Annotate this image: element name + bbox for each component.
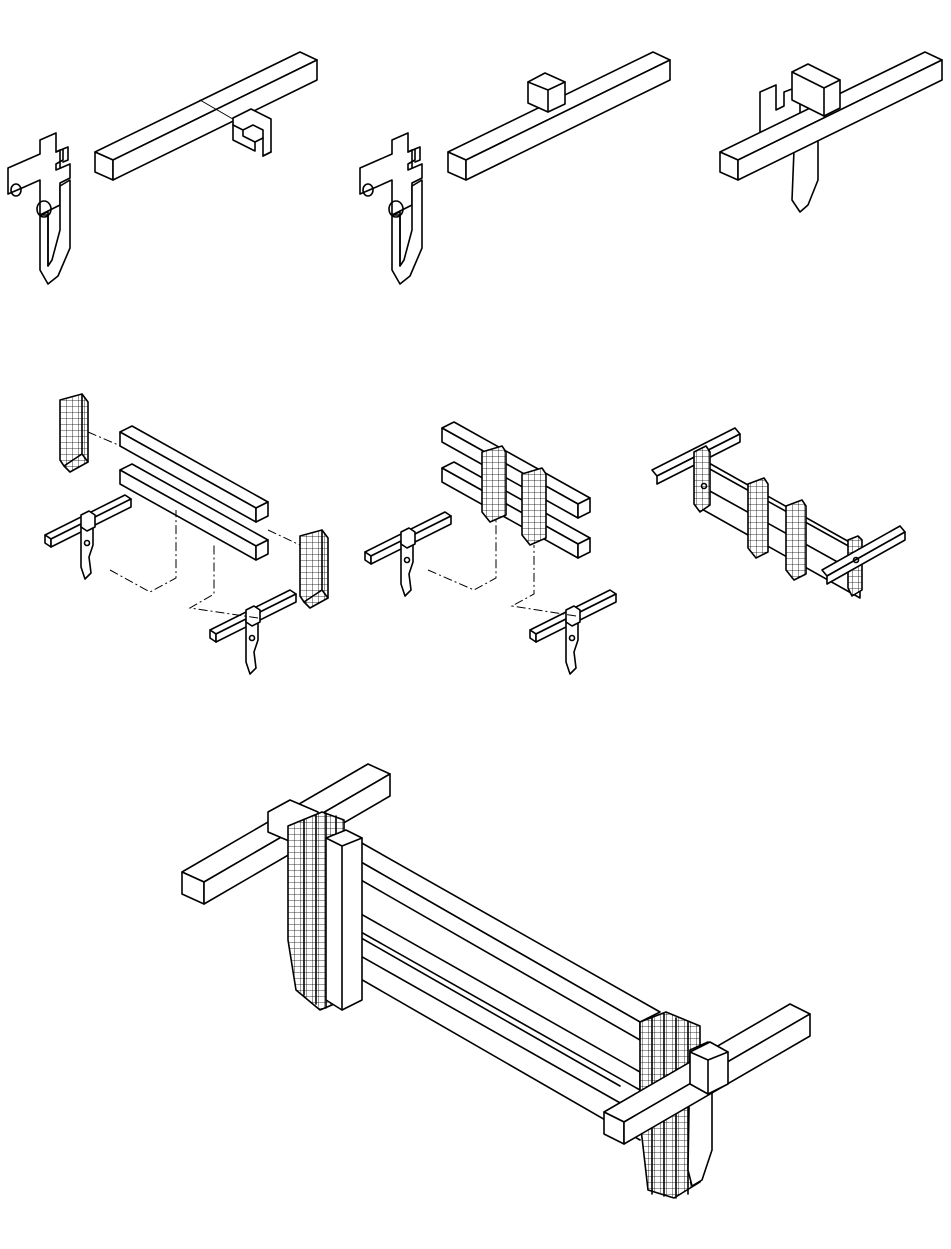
- step-4-frame-exploded: [44, 393, 329, 675]
- step-6-frame-assembled: [651, 427, 906, 599]
- step-2-clip-on-bar: [359, 51, 671, 285]
- step-5-frame-partial: [364, 421, 617, 675]
- step-3-bracket-on-bar: [719, 51, 943, 213]
- step-1-exploded-clip: [7, 51, 318, 285]
- step-7-frame-detail: [181, 763, 811, 1199]
